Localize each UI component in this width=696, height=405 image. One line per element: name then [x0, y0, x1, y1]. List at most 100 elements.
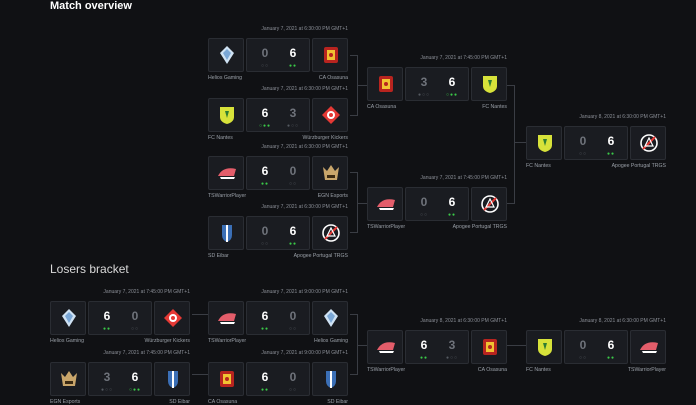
team-right-logo-box[interactable] — [154, 301, 190, 335]
connector — [192, 314, 208, 315]
team-left-name[interactable]: TSWarriorPlayer — [367, 224, 406, 230]
team-right-name[interactable]: FC Nantes — [482, 104, 507, 110]
eibar-logo-icon — [163, 369, 183, 389]
games-right-indicator: ●● — [288, 241, 298, 247]
games-right-indicator: ○○ — [130, 326, 140, 332]
warrior-logo-icon — [376, 337, 396, 357]
egn-logo-icon — [321, 163, 341, 183]
score-right: 6 — [607, 338, 615, 352]
team-left-logo-box[interactable] — [208, 156, 244, 190]
team-left-logo-box[interactable] — [208, 362, 244, 396]
team-right-name[interactable]: SD Eibar — [169, 399, 190, 405]
games-right-indicator: ○●● — [445, 92, 459, 98]
team-left-name[interactable]: Helios Gaming — [208, 75, 243, 81]
games-left-indicator: ○○ — [260, 241, 270, 247]
team-right-logo-box[interactable] — [471, 330, 507, 364]
team-left-logo-box[interactable] — [367, 67, 403, 101]
connector — [350, 55, 358, 56]
match-date: January 7, 2021 at 7:45:00 PM GMT+1 — [103, 350, 190, 356]
team-left-logo-box[interactable] — [526, 330, 562, 364]
team-left-logo-box[interactable] — [208, 216, 244, 250]
connector — [507, 345, 526, 346]
team-right-logo-box[interactable] — [312, 156, 348, 190]
team-right-name[interactable]: SD Eibar — [327, 399, 348, 405]
team-left-name[interactable]: TSWarriorPlayer — [367, 367, 406, 373]
team-right-logo-box[interactable] — [630, 330, 666, 364]
team-left-logo-box[interactable] — [50, 362, 86, 396]
team-right-name[interactable]: Apogee Portugal TRGS — [452, 224, 507, 230]
team-left-name[interactable]: Helios Gaming — [50, 338, 85, 344]
team-right-name[interactable]: Apogee Portugal TRGS — [611, 163, 666, 169]
games-left-indicator: ○○ — [419, 212, 429, 218]
nantes-logo-icon — [480, 74, 500, 94]
eibar-logo-icon — [217, 223, 237, 243]
team-right-name[interactable]: Würzburger Kickers — [144, 338, 190, 344]
connector — [357, 85, 367, 86]
team-left-name[interactable]: SD Eibar — [208, 253, 229, 259]
score-right: 0 — [289, 309, 297, 323]
score-left: 0 — [579, 134, 587, 148]
team-right-name[interactable]: Apogee Portugal TRGS — [293, 253, 348, 259]
games-left-indicator: ●● — [419, 355, 429, 361]
connector — [514, 142, 526, 143]
team-right-name[interactable]: Helios Gaming — [313, 338, 348, 344]
score-left: 6 — [103, 309, 111, 323]
team-left-logo-box[interactable] — [367, 330, 403, 364]
games-right-indicator: ●● — [447, 212, 457, 218]
games-left-indicator: ○○ — [260, 63, 270, 69]
connector — [192, 374, 208, 375]
team-right-name[interactable]: EGN Esports — [317, 193, 348, 199]
team-left-name[interactable]: FC Nantes — [526, 163, 551, 169]
team-right-name[interactable]: CA Osasuna — [477, 367, 507, 373]
team-right-logo-box[interactable] — [312, 98, 348, 132]
match-date: January 8, 2021 at 6:30:00 PM GMT+1 — [579, 114, 666, 120]
games-left-indicator: ●● — [260, 326, 270, 332]
team-left-logo-box[interactable] — [208, 38, 244, 72]
team-right-name[interactable]: TSWarriorPlayer — [627, 367, 666, 373]
score-right: 6 — [131, 370, 139, 384]
score-left: 3 — [420, 75, 428, 89]
team-left-logo-box[interactable] — [526, 126, 562, 160]
score-right: 6 — [607, 134, 615, 148]
games-right-indicator: ●○○ — [445, 355, 459, 361]
games-left-indicator: ●● — [102, 326, 112, 332]
score-left: 3 — [103, 370, 111, 384]
team-left-logo-box[interactable] — [208, 301, 244, 335]
team-right-name[interactable]: Würzburger Kickers — [302, 135, 348, 141]
connector — [350, 232, 358, 233]
team-right-logo-box[interactable] — [154, 362, 190, 396]
losers-bracket-title: Losers bracket — [50, 262, 129, 276]
connector — [350, 172, 358, 173]
team-left-name[interactable]: EGN Esports — [50, 399, 81, 405]
score-left: 0 — [420, 195, 428, 209]
connector — [357, 345, 367, 346]
team-left-name[interactable]: CA Osasuna — [367, 104, 397, 110]
games-right-indicator: ●● — [606, 151, 616, 157]
games-left-indicator: ○○ — [578, 355, 588, 361]
team-left-logo-box[interactable] — [50, 301, 86, 335]
team-right-logo-box[interactable] — [312, 362, 348, 396]
team-left-name[interactable]: TSWarriorPlayer — [208, 193, 247, 199]
team-right-logo-box[interactable] — [471, 67, 507, 101]
match-date: January 7, 2021 at 6:30:00 PM GMT+1 — [261, 86, 348, 92]
team-left-name[interactable]: FC Nantes — [208, 135, 233, 141]
nantes-logo-icon — [535, 133, 555, 153]
team-right-name[interactable]: CA Osasuna — [318, 75, 348, 81]
connector — [507, 203, 515, 204]
warrior-logo-icon — [217, 163, 237, 183]
team-right-logo-box[interactable] — [312, 301, 348, 335]
connector — [357, 203, 367, 204]
connector — [357, 172, 358, 233]
team-left-name[interactable]: CA Osasuna — [208, 399, 238, 405]
score-box: 6 0 ●● ○○ — [246, 156, 310, 190]
team-right-logo-box[interactable] — [630, 126, 666, 160]
score-right: 6 — [448, 75, 456, 89]
team-left-name[interactable]: FC Nantes — [526, 367, 551, 373]
team-left-logo-box[interactable] — [367, 187, 403, 221]
team-left-logo-box[interactable] — [208, 98, 244, 132]
team-right-logo-box[interactable] — [312, 38, 348, 72]
team-left-name[interactable]: TSWarriorPlayer — [208, 338, 247, 344]
team-right-logo-box[interactable] — [471, 187, 507, 221]
games-left-indicator: ●● — [260, 181, 270, 187]
team-right-logo-box[interactable] — [312, 216, 348, 250]
